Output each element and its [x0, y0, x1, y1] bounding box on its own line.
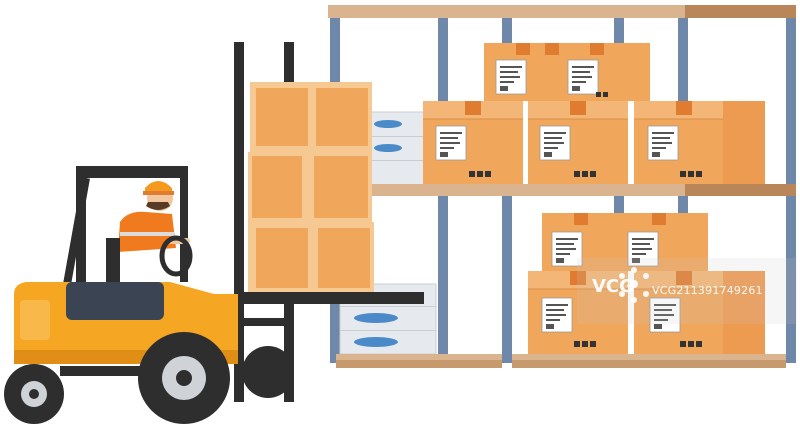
upper-shelf-back-boxes	[484, 43, 650, 101]
shipping-label-icon	[539, 125, 571, 161]
forklift-mast	[234, 42, 244, 402]
lower-shelf-boxes	[339, 213, 765, 356]
shipping-label-icon	[647, 125, 679, 161]
shipping-label-icon	[435, 125, 467, 161]
forklift-forks	[238, 292, 424, 304]
lifted-boxes	[248, 82, 374, 292]
watermark	[577, 258, 797, 324]
steering-wheel-icon	[159, 235, 193, 277]
forklift-driver	[106, 181, 190, 282]
rack-middle-beam	[340, 184, 796, 196]
shipping-label-icon	[541, 297, 573, 333]
upper-shelf-front-boxes	[422, 100, 765, 186]
upper-shelf-white-cartons	[369, 111, 425, 187]
shipping-label-icon	[567, 59, 599, 95]
forklift	[4, 42, 424, 424]
forklift-front-wheel	[138, 332, 230, 424]
shipping-label-icon	[495, 59, 527, 95]
floor-pallets	[336, 354, 786, 368]
forklift-rear-wheel	[4, 364, 64, 424]
rack-top-beam	[328, 5, 796, 18]
hard-hat-icon	[145, 181, 172, 192]
